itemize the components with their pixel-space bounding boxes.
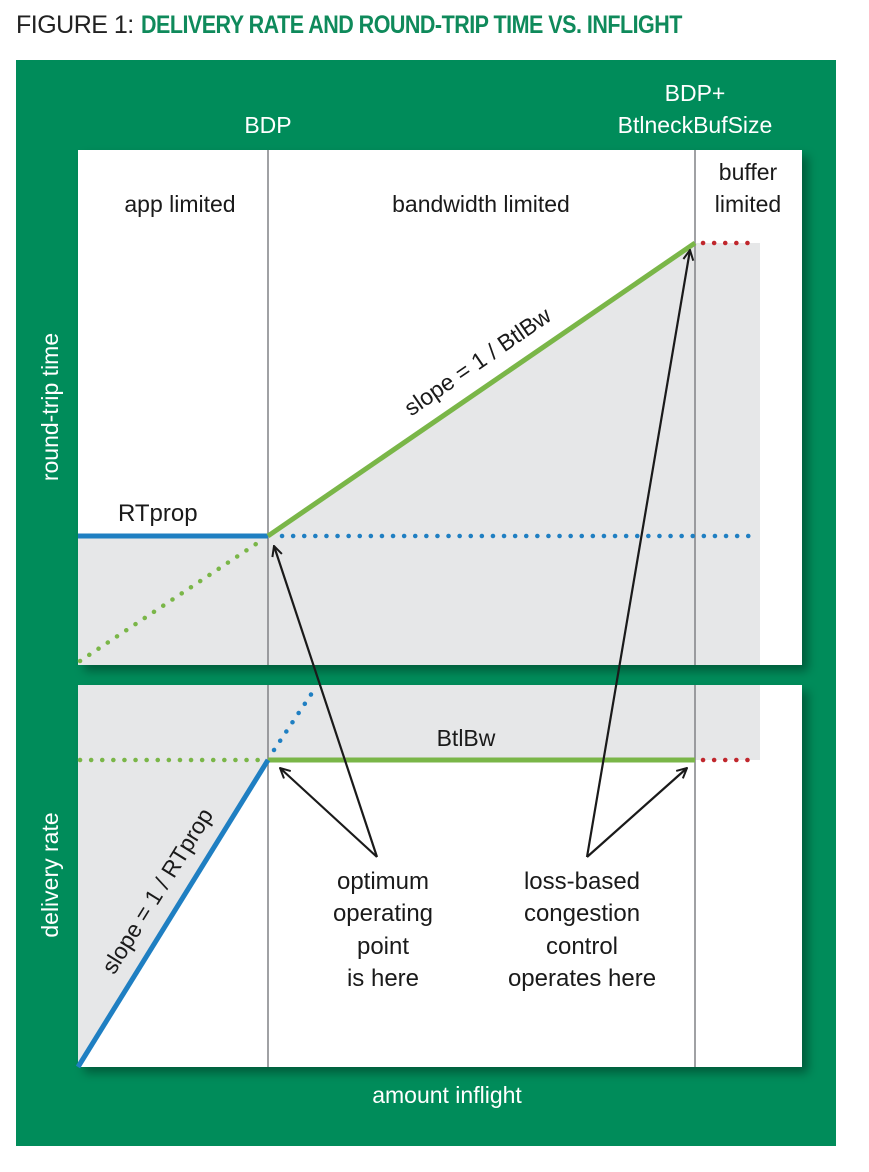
delivery-blue-dotted-line xyxy=(271,687,317,753)
delivery-slope-line xyxy=(75,758,271,1069)
lossbased-line-4: operates here xyxy=(508,965,656,992)
figure-title-prefix: FIGURE 1: xyxy=(16,11,134,39)
buffer-limited-label-line1: buffer xyxy=(719,159,778,185)
buffer-limited-label-line2: limited xyxy=(715,191,781,217)
rtt-green-dotted-line xyxy=(77,537,265,664)
bdp-buf-label-line1: BDP+ xyxy=(665,80,726,106)
bdp-label: BDP xyxy=(244,112,291,138)
btlbw-label: BtlBw xyxy=(437,725,496,751)
lossbased-arrow-down xyxy=(586,768,687,858)
lossbased-arrow-up xyxy=(585,250,690,858)
lossbased-line-1: loss-based xyxy=(524,868,640,895)
lossbased-line-2: congestion xyxy=(524,900,640,927)
delivery-shaded-region xyxy=(78,685,760,1067)
bandwidth-limited-label: bandwidth limited xyxy=(392,191,570,217)
figure-title: FIGURE 1: DELIVERY RATE AND ROUND-TRIP T… xyxy=(16,8,770,42)
rtt-shaded-region xyxy=(78,243,760,665)
lossbased-annotation: loss-based congestion control operates h… xyxy=(508,868,656,992)
rtprop-label: RTprop xyxy=(118,500,198,527)
optimum-arrow-up xyxy=(274,546,379,858)
bdp-buf-label-line2: BtlneckBufSize xyxy=(618,112,773,138)
rtt-slope-line xyxy=(266,240,697,539)
optimum-line-4: is here xyxy=(347,965,419,992)
optimum-arrow-down xyxy=(280,768,378,858)
rtt-axis-label: round-trip time xyxy=(37,333,63,481)
optimum-line-1: optimum xyxy=(337,868,429,895)
optimum-annotation: optimum operating point is here xyxy=(333,868,433,992)
lossbased-line-3: control xyxy=(546,933,618,960)
app-limited-label: app limited xyxy=(124,191,235,217)
delivery-axis-label: delivery rate xyxy=(37,812,63,937)
optimum-line-2: operating xyxy=(333,900,433,927)
x-axis-label: amount inflight xyxy=(372,1082,522,1108)
figure-title-main: DELIVERY RATE AND ROUND-TRIP TIME VS. IN… xyxy=(140,11,682,39)
optimum-line-3: point xyxy=(357,933,409,960)
